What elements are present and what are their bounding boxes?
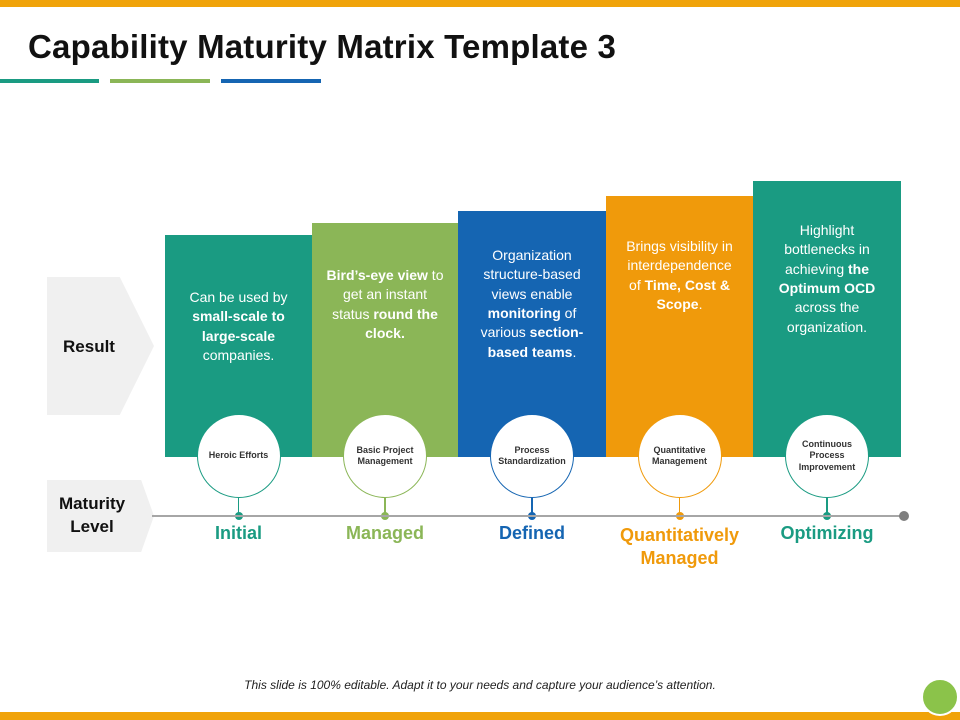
stage-connector [531, 498, 533, 513]
maturity-level-initial: Initial [214, 523, 262, 543]
title-underline-green [110, 79, 210, 83]
stage-circle-optimizing: Continuous Process Improvement [785, 414, 869, 498]
title-underline-teal [0, 79, 99, 83]
stage-connector [384, 498, 386, 513]
stage-circle-quantitatively-managed: Quantitative Management [637, 414, 722, 498]
result-text-segment: Bird’s-eye view [326, 267, 428, 283]
maturity-level-label: Maturity Level [47, 493, 137, 539]
stage-result-text: Organization structure-based views enabl… [472, 246, 592, 362]
result-text-segment: companies. [202, 346, 275, 363]
stage-connector [678, 498, 681, 513]
result-text-segment: across the organization. [786, 299, 868, 335]
title-underline-blue [221, 79, 321, 83]
maturity-level-managed: Managed [345, 523, 424, 543]
result-text-segment: to get an instant status [332, 267, 444, 322]
stage-result-text: Can be used by small-scale to large-scal… [179, 288, 298, 365]
stage-connector [826, 498, 828, 513]
stage-bar-initial: Can be used by small-scale to large-scal… [165, 235, 312, 457]
stage-circle-managed: Basic Project Management [343, 414, 427, 498]
stage-connector [237, 498, 240, 513]
timeline-end-dot [899, 511, 909, 521]
result-text-segment: round the clock. [365, 305, 438, 341]
stage-circle-initial: Heroic Efforts [196, 414, 281, 498]
stage-result-text: Brings visibility in interdependence of … [620, 237, 739, 314]
result-text-segment: Organization structure-based views enabl… [483, 247, 581, 302]
bottom-accent-bar [0, 712, 960, 720]
logo-circle-icon [921, 678, 959, 716]
maturity-label-line2: Level [70, 516, 114, 536]
result-text-segment: the Optimum OCD [778, 260, 876, 296]
stage-bar-optimizing: Highlight bottlenecks in achieving the O… [753, 181, 901, 457]
top-accent-bar [0, 0, 960, 7]
slide-title: Capability Maturity Matrix Template 3 [28, 28, 617, 65]
stage-result-text: Highlight bottlenecks in achieving the O… [767, 221, 887, 337]
result-text-segment: section-based teams [487, 324, 584, 360]
maturity-level-optimizing: Optimizing [780, 523, 874, 543]
maturity-timeline [152, 515, 904, 517]
result-text-segment: Brings visibility in interdependence of [626, 238, 733, 293]
stage-circle-defined: Process Standardization [490, 414, 574, 498]
result-text-segment: Time, Cost & Scope [644, 276, 730, 312]
maturity-level-tab [47, 480, 154, 552]
result-text-segment: Can be used by [189, 289, 288, 305]
result-text-segment: monitoring [487, 304, 561, 321]
stage-bar-quantitatively-managed: Brings visibility in interdependence of … [606, 196, 753, 457]
result-text-segment: . [572, 343, 577, 360]
stage-result-text: Bird’s-eye view to get an instant status… [326, 266, 444, 343]
result-text-segment: of various [480, 304, 577, 341]
result-text-segment: Highlight bottlenecks in achieving [784, 222, 870, 277]
maturity-label-line1: Maturity [58, 494, 126, 513]
result-text-segment: small-scale to large-scale [192, 308, 285, 344]
maturity-level-defined: Defined [498, 523, 565, 543]
result-label: Result [63, 337, 115, 356]
maturity-level-quantitatively-managed: Quantitatively Managed [619, 525, 740, 569]
result-text-segment: . [698, 295, 703, 312]
footer-note: This slide is 100% editable. Adapt it to… [244, 678, 716, 692]
